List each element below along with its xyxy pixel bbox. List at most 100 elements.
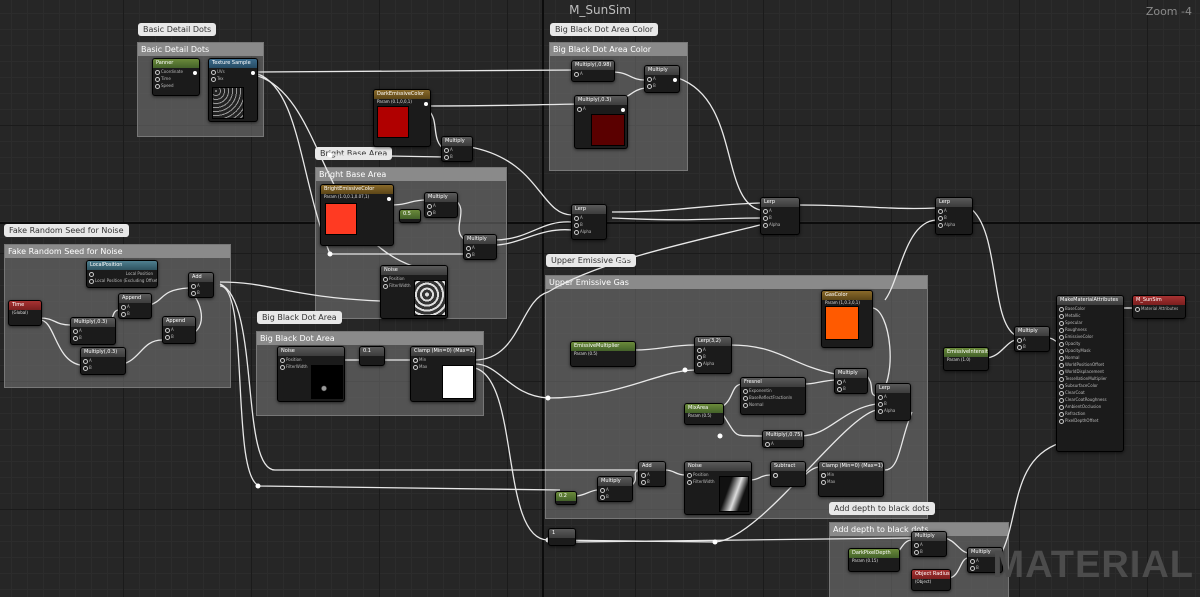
node-pin[interactable]: A xyxy=(876,393,910,400)
output-pin[interactable] xyxy=(424,102,428,106)
node-pin[interactable]: B xyxy=(936,214,972,221)
node-pin[interactable]: A xyxy=(572,70,614,77)
append-node[interactable]: Append A B xyxy=(118,293,152,319)
comment-bubble[interactable]: Big Black Dot Area Color xyxy=(550,23,659,36)
node-pin[interactable]: Position xyxy=(685,471,751,478)
multiply-node[interactable]: Multiply A B xyxy=(463,234,497,260)
node-pin[interactable]: A xyxy=(81,357,125,364)
node-pin[interactable]: Normal xyxy=(1057,354,1123,361)
node-pin[interactable]: Normal xyxy=(741,401,805,408)
local-position-node[interactable]: LocalPosition Local Position Local Posit… xyxy=(86,260,158,288)
node-pin[interactable]: Position xyxy=(278,356,344,363)
constant-node[interactable]: 0.1 xyxy=(359,346,385,366)
noise-node[interactable]: Noise Position FilterWidth xyxy=(380,265,448,319)
node-pin[interactable]: EmissiveColor xyxy=(1057,333,1123,340)
node-pin[interactable]: Opacity xyxy=(1057,340,1123,347)
clamp-node[interactable]: Clamp (Min=0) (Max=1) Min Max xyxy=(818,461,884,497)
multiply-node[interactable]: Multiply A B xyxy=(834,368,868,394)
output-pin[interactable] xyxy=(387,197,391,201)
append-node[interactable]: Append A B xyxy=(162,316,196,344)
node-pin[interactable]: BaseReflectFractionIn xyxy=(741,394,805,401)
lerp-node[interactable]: Lerp A B Alpha xyxy=(760,197,800,235)
node-pin[interactable]: A xyxy=(761,207,799,214)
node-pin[interactable]: FilterWidth xyxy=(685,478,751,485)
multiply-node[interactable]: Multiply A B xyxy=(644,65,680,93)
node-pin[interactable]: BaseColor xyxy=(1057,305,1123,312)
node-pin[interactable]: Speed xyxy=(153,82,199,89)
node-pin[interactable]: UVs xyxy=(209,68,257,75)
node-pin[interactable]: AmbientOcclusion xyxy=(1057,403,1123,410)
node-pin[interactable]: A xyxy=(425,202,457,209)
node-pin[interactable]: A xyxy=(598,486,632,493)
node-pin[interactable]: ClearCoat xyxy=(1057,389,1123,396)
node-pin[interactable]: Roughness xyxy=(1057,326,1123,333)
texture-sample-node[interactable]: Texture Sample UVs Tex xyxy=(208,58,258,122)
output-pin[interactable] xyxy=(251,71,255,75)
multiply-node[interactable]: Multiply(,0.3) A xyxy=(574,95,628,149)
node-pin[interactable]: A xyxy=(763,440,803,447)
multiply-node[interactable]: Multiply(,0.3) A B xyxy=(80,347,126,375)
constant-node[interactable]: 1 xyxy=(548,528,576,546)
node-pin[interactable]: A xyxy=(835,378,867,385)
node-pin[interactable]: A xyxy=(912,541,946,548)
dark-emissive-color-param[interactable]: DarkEmissiveColor Param (0.1,0,0,1) xyxy=(373,89,431,147)
comment-bubble[interactable]: Add depth to black dots xyxy=(829,502,935,515)
node-pin[interactable]: Exponentin xyxy=(741,387,805,394)
node-pin[interactable]: Local Position (Excluding Offsets) xyxy=(87,277,157,284)
node-pin[interactable]: Max xyxy=(819,478,883,485)
output-pin[interactable] xyxy=(673,78,677,82)
lerp-node[interactable]: Lerp A B Alpha xyxy=(875,383,911,421)
node-pin[interactable]: B xyxy=(968,564,1002,571)
node-pin[interactable]: B xyxy=(81,364,125,371)
node-pin[interactable]: B xyxy=(163,333,195,340)
node-pin[interactable]: B xyxy=(639,478,665,485)
output-pin[interactable] xyxy=(621,108,625,112)
object-radius-node[interactable]: Object Radius (Object) xyxy=(911,569,951,591)
multiply-node[interactable]: Multiply A B xyxy=(441,136,473,162)
node-pin[interactable]: B xyxy=(464,251,496,258)
noise-node[interactable]: Noise Position FilterWidth xyxy=(684,461,752,515)
multiply-node[interactable]: Multiply(,0.98) A xyxy=(571,60,615,82)
add-node[interactable]: Add A B xyxy=(638,461,666,487)
noise-node[interactable]: Noise Position FilterWidth xyxy=(277,346,345,402)
gas-color-param[interactable]: GasColor Param (1,0.3,0,1) xyxy=(821,290,873,348)
node-pin[interactable]: B xyxy=(119,310,151,317)
node-pin[interactable]: B xyxy=(598,493,632,500)
lerp-node[interactable]: Lerp(3,2) A B Alpha xyxy=(694,336,732,374)
node-pin[interactable]: A xyxy=(442,146,472,153)
node-pin[interactable]: FilterWidth xyxy=(381,282,447,289)
node-pin[interactable]: ClearCoatRoughness xyxy=(1057,396,1123,403)
emissive-multiplier-param[interactable]: EmissiveMultiplier Param (0.5) xyxy=(570,341,636,367)
node-pin[interactable]: Max xyxy=(411,363,475,370)
node-pin[interactable]: WorldPositionOffset xyxy=(1057,361,1123,368)
multiply-node[interactable]: Multiply A B xyxy=(597,476,633,502)
multiply-node[interactable]: Multiply A B xyxy=(911,531,947,557)
node-pin[interactable]: A xyxy=(645,75,679,82)
multiply-node[interactable]: Multiply(,0.3) A B xyxy=(70,317,116,345)
node-pin[interactable]: Time xyxy=(153,75,199,82)
node-pin[interactable]: B xyxy=(189,289,213,296)
make-material-attributes-node[interactable]: MakeMaterialAttributes BaseColor Metalli… xyxy=(1056,295,1124,452)
comment-bubble[interactable]: Basic Detail Dots xyxy=(138,23,217,36)
node-pin[interactable]: B xyxy=(912,548,946,555)
node-pin[interactable]: A xyxy=(572,214,606,221)
lerp-node[interactable]: Lerp A B Alpha xyxy=(935,197,973,235)
node-pin[interactable]: B xyxy=(572,221,606,228)
panner-node[interactable]: Panner Coordinate Time Speed xyxy=(152,58,200,96)
node-pin[interactable]: B xyxy=(695,353,731,360)
node-pin[interactable]: Min xyxy=(411,356,475,363)
constant-node[interactable]: 0.2 xyxy=(555,491,577,505)
emissive-intensity-param[interactable]: EmissiveIntensity Param (1.0) xyxy=(943,347,989,371)
comment-bubble[interactable]: Big Black Dot Area xyxy=(257,311,342,324)
comment-bubble[interactable]: Fake Random Seed for Noise xyxy=(4,224,129,237)
node-pin[interactable]: A xyxy=(464,244,496,251)
node-pin[interactable]: A xyxy=(936,207,972,214)
clamp-node[interactable]: Clamp (Min=0) (Max=1) Min Max xyxy=(410,346,476,402)
multiply-node[interactable]: Multiply A B xyxy=(424,192,458,218)
node-pin[interactable]: B xyxy=(425,209,457,216)
multiply-node[interactable]: Multiply A B xyxy=(967,547,1003,573)
node-pin[interactable]: Material Attributes xyxy=(1133,305,1185,312)
output-pin[interactable] xyxy=(193,71,197,75)
node-pin[interactable]: Tex xyxy=(209,75,257,82)
node-pin[interactable]: OpacityMask xyxy=(1057,347,1123,354)
